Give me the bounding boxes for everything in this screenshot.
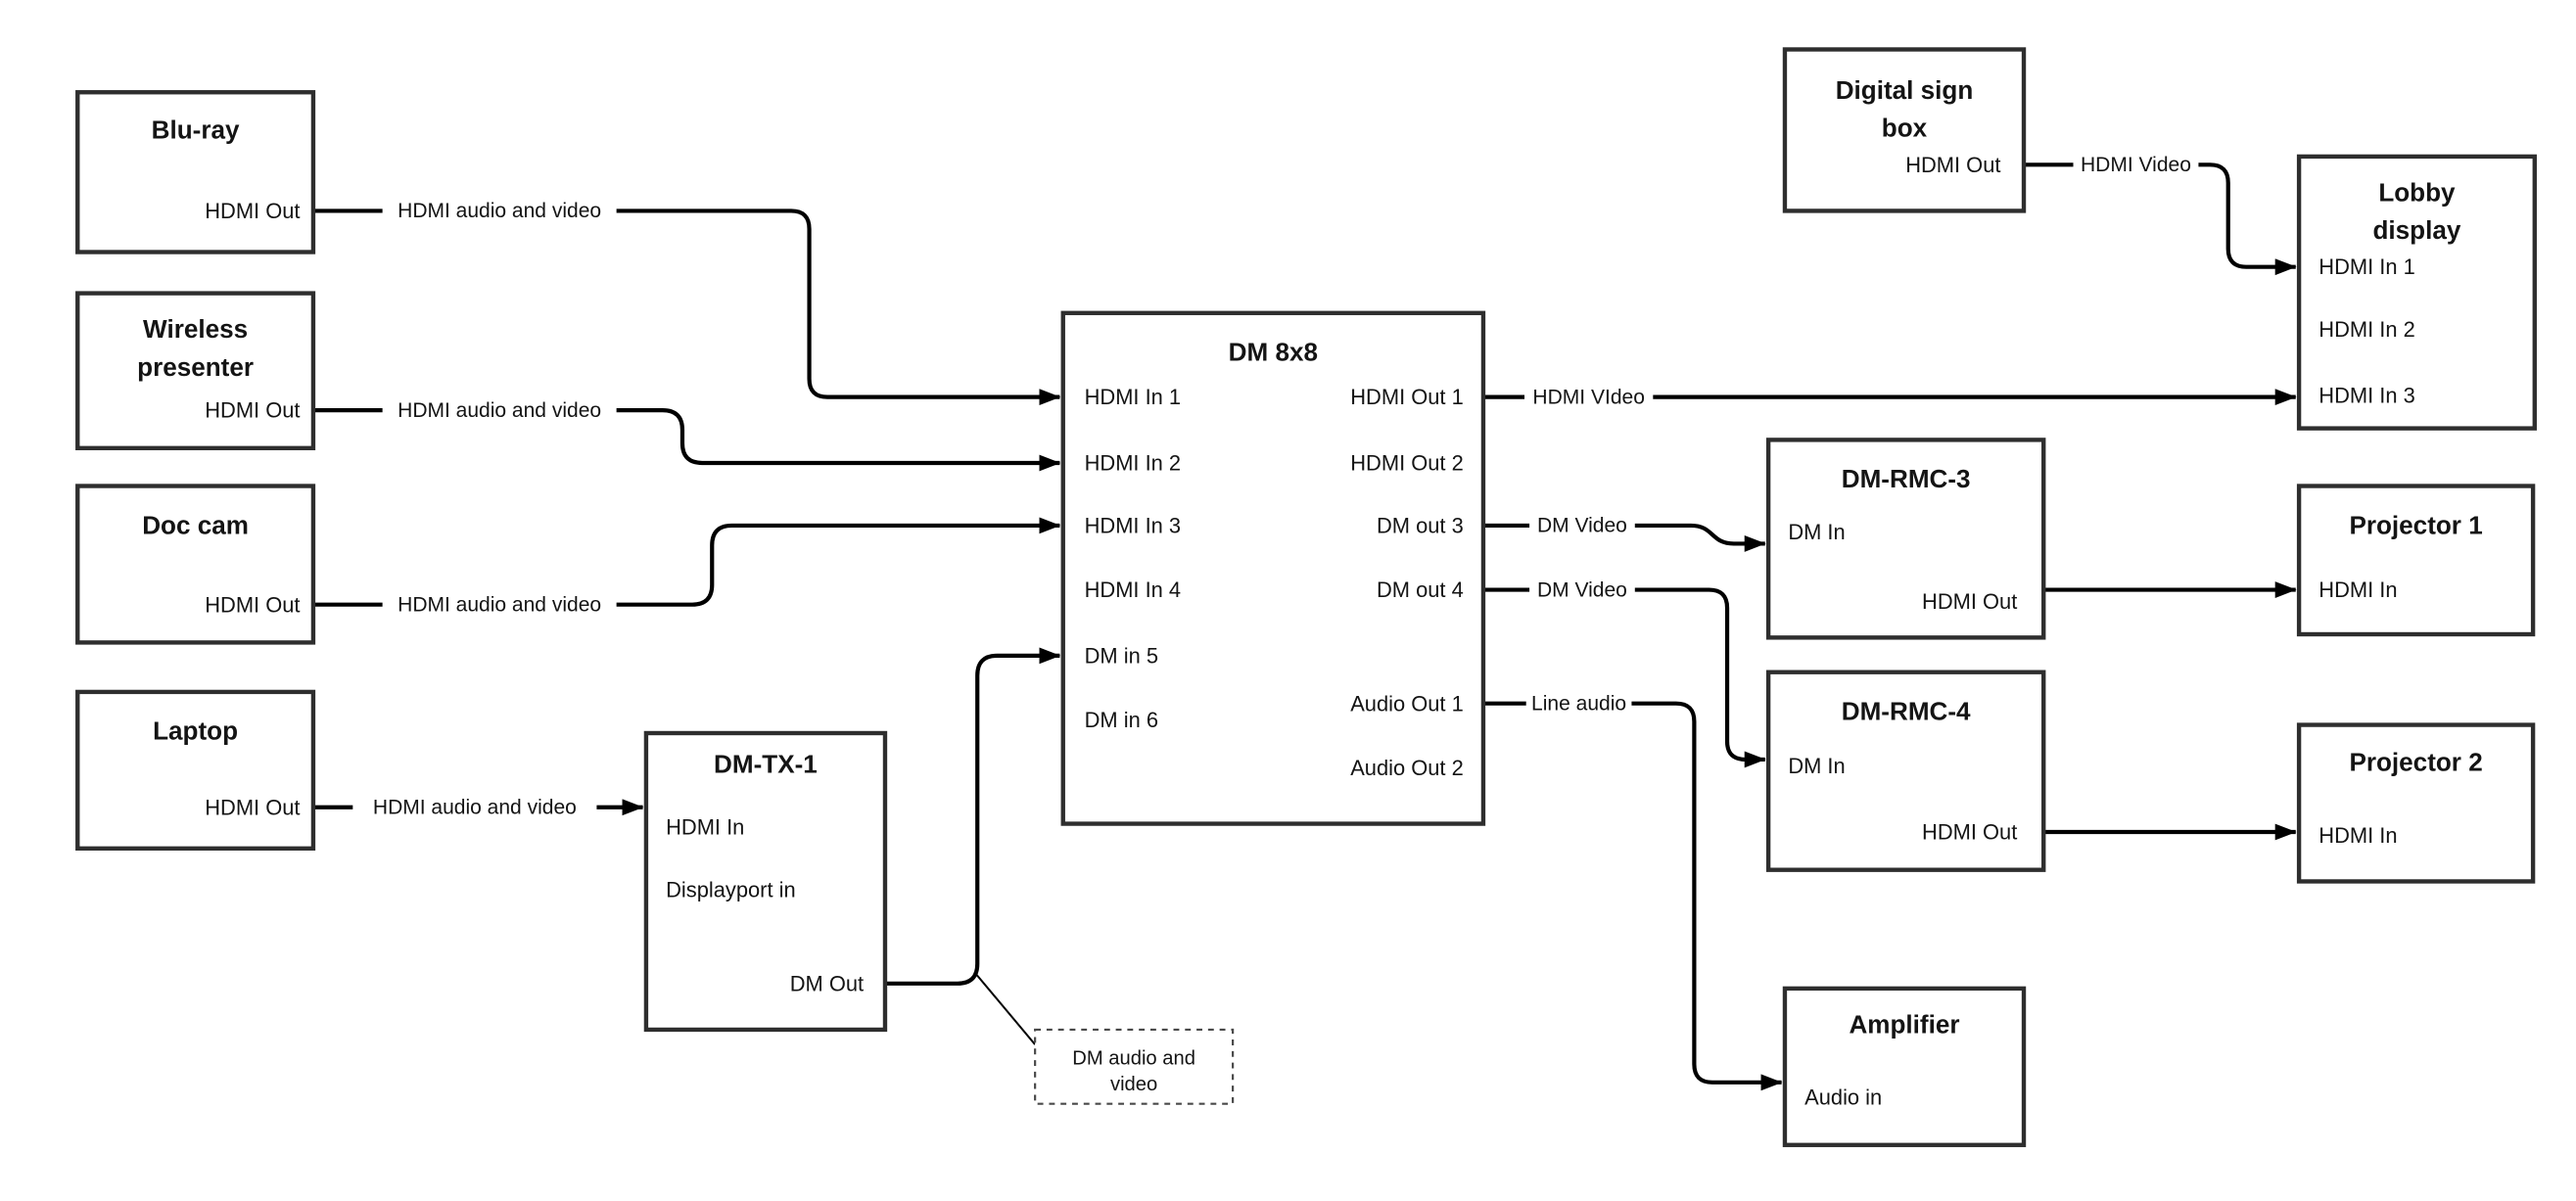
rmc4-port-hdmi-out: HDMI Out — [1922, 820, 2017, 845]
sign-title-line1: Digital sign — [1836, 75, 1974, 105]
dm8x8-port-audio-out-2: Audio Out 2 — [1350, 756, 1464, 780]
proj2-title: Projector 2 — [2349, 748, 2482, 777]
node-dm-8x8: DM 8x8 HDMI In 1 HDMI In 2 HDMI In 3 HDM… — [1060, 310, 1486, 826]
lobby-port-hdmi-in-1: HDMI In 1 — [2318, 254, 2414, 279]
wire-label-dm-out3: DM Video — [1537, 515, 1627, 537]
laptop-title: Laptop — [153, 716, 238, 746]
wire-doccam-to-dm8x8-in3 — [616, 517, 1061, 607]
node-projector-2: Projector 2 HDMI In — [2296, 722, 2536, 884]
rmc3-port-dm-in: DM In — [1788, 520, 1845, 544]
callout-note: DM audio and video — [1034, 1028, 1235, 1105]
lobby-title-line2: display — [2373, 215, 2461, 245]
sign-box — [1782, 47, 2027, 213]
rmc3-title: DM-RMC-3 — [1842, 464, 1971, 493]
amp-box — [1782, 986, 2027, 1147]
wires — [312, 162, 2297, 1091]
bluray-port-hdmi-out: HDMI Out — [205, 199, 300, 223]
node-projector-1: Projector 1 HDMI In — [2296, 484, 2536, 637]
dm8x8-port-dm-in-6: DM in 6 — [1085, 708, 1158, 732]
sign-title-line2: box — [1882, 114, 1928, 143]
dm8x8-port-dm-in-5: DM in 5 — [1085, 643, 1158, 668]
proj1-title: Projector 1 — [2349, 510, 2482, 539]
doccam-box — [75, 484, 316, 645]
rmc3-box — [1765, 438, 2046, 640]
dmtx1-port-hdmi-in: HDMI In — [666, 815, 744, 840]
lobby-box — [2296, 154, 2537, 431]
wireless-title-line2: presenter — [137, 352, 254, 382]
dmtx1-port-displayport-in: Displayport in — [666, 877, 796, 901]
dm8x8-port-dm-out-4: DM out 4 — [1377, 577, 1464, 602]
proj1-box — [2296, 484, 2536, 637]
wire-label-audio-out1: Line audio — [1531, 692, 1626, 715]
wire-labels: HDMI audio and video HDMI audio and vide… — [373, 154, 2191, 818]
dm8x8-title: DM 8x8 — [1229, 338, 1318, 367]
rmc4-port-dm-in: DM In — [1788, 754, 1845, 778]
dmtx1-port-dm-out: DM Out — [790, 971, 864, 995]
lobby-port-hdmi-in-2: HDMI In 2 — [2318, 317, 2414, 342]
wireless-title-line1: Wireless — [143, 314, 248, 344]
proj1-port-hdmi-in: HDMI In — [2318, 577, 2397, 602]
dm8x8-port-hdmi-out-1: HDMI Out 1 — [1350, 385, 1463, 409]
node-amplifier: Amplifier Audio in — [1782, 986, 2027, 1147]
wire-dmtx1-to-dm8x8-in5 — [884, 647, 1061, 986]
rmc4-box — [1765, 670, 2046, 872]
wire-label-wireless: HDMI audio and video — [398, 399, 601, 422]
proj2-port-hdmi-in: HDMI In — [2318, 823, 2397, 848]
wireless-port-hdmi-out: HDMI Out — [205, 398, 300, 423]
wire-dm8x8-out3-to-rmc3 — [1634, 523, 1766, 552]
node-bluray: Blu-ray HDMI Out — [75, 90, 316, 254]
bluray-title: Blu-ray — [152, 115, 240, 144]
wire-dm8x8-out4-to-rmc4 — [1634, 587, 1766, 768]
lobby-title-line1: Lobby — [2378, 177, 2456, 207]
laptop-box — [75, 689, 316, 851]
dm8x8-port-hdmi-in-1: HDMI In 1 — [1085, 385, 1181, 409]
callout-note-box — [1034, 1028, 1235, 1105]
node-digital-sign-box: Digital sign box HDMI Out — [1782, 47, 2027, 213]
wire-label-hdmi-out1: HDMI VIdeo — [1532, 386, 1644, 408]
wire-label-sign: HDMI Video — [2081, 154, 2191, 176]
rmc3-port-hdmi-out: HDMI Out — [1922, 589, 2017, 614]
wireless-box — [75, 291, 316, 450]
rmc4-title: DM-RMC-4 — [1842, 697, 1971, 726]
doccam-title: Doc cam — [142, 510, 249, 539]
lobby-port-hdmi-in-3: HDMI In 3 — [2318, 384, 2414, 408]
node-dm-rmc-3: DM-RMC-3 DM In HDMI Out — [1765, 438, 2046, 640]
wire-dm8x8-audio1-to-amp — [1631, 701, 1783, 1091]
wire-label-dm-out4: DM Video — [1537, 578, 1627, 601]
dm8x8-box — [1060, 310, 1486, 826]
node-lobby-display: Lobby display HDMI In 1 HDMI In 2 HDMI I… — [2296, 154, 2537, 431]
sign-port-hdmi-out: HDMI Out — [1905, 153, 2000, 177]
node-dm-tx-1: DM-TX-1 HDMI In Displayport in DM Out — [643, 730, 888, 1033]
dm8x8-port-dm-out-3: DM out 3 — [1377, 513, 1464, 537]
wire-wireless-to-dm8x8-in2 — [616, 407, 1061, 472]
proj2-box — [2296, 722, 2536, 884]
callout-note-line1: DM audio and — [1072, 1047, 1195, 1069]
wire-bluray-to-dm8x8-in1 — [616, 208, 1061, 406]
dm8x8-port-hdmi-out-2: HDMI Out 2 — [1350, 451, 1463, 476]
dm8x8-port-hdmi-in-4: HDMI In 4 — [1085, 577, 1181, 602]
doccam-port-hdmi-out: HDMI Out — [205, 592, 300, 617]
node-doc-cam: Doc cam HDMI Out — [75, 484, 316, 645]
wire-sign-to-lobby-in1 — [2198, 162, 2297, 276]
dm8x8-port-hdmi-in-3: HDMI In 3 — [1085, 513, 1181, 537]
node-wireless-presenter: Wireless presenter HDMI Out — [75, 291, 316, 450]
callout-leader-line — [974, 973, 1036, 1045]
wire-label-bluray: HDMI audio and video — [398, 200, 601, 222]
amp-title: Amplifier — [1849, 1009, 1959, 1039]
node-laptop: Laptop HDMI Out — [75, 689, 316, 851]
bluray-box — [75, 90, 316, 254]
dm8x8-port-audio-out-1: Audio Out 1 — [1350, 691, 1464, 716]
dmtx1-box — [643, 730, 888, 1033]
laptop-port-hdmi-out: HDMI Out — [205, 795, 300, 819]
node-dm-rmc-4: DM-RMC-4 DM In HDMI Out — [1765, 670, 2046, 872]
callout-note-line2: video — [1110, 1074, 1157, 1095]
amp-port-audio-in: Audio in — [1804, 1086, 1882, 1110]
wire-label-doccam: HDMI audio and video — [398, 593, 601, 616]
dm8x8-port-hdmi-in-2: HDMI In 2 — [1085, 451, 1181, 476]
dmtx1-title: DM-TX-1 — [714, 749, 818, 778]
wire-label-laptop: HDMI audio and video — [373, 796, 577, 818]
